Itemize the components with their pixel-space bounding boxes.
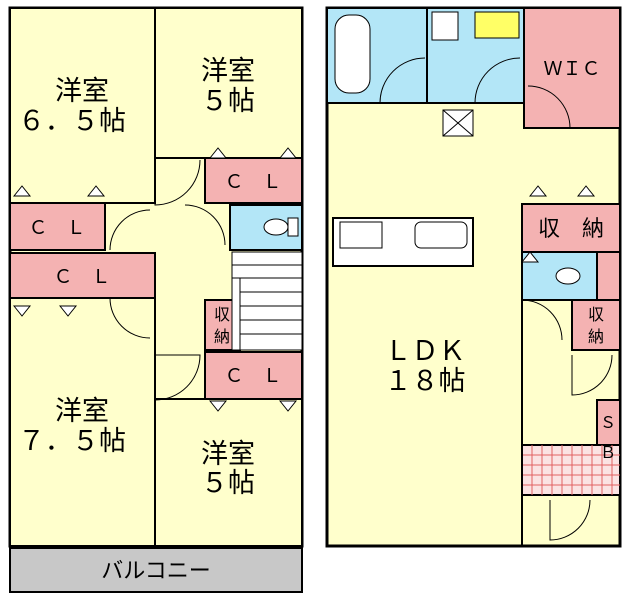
washer-icon: [431, 11, 459, 41]
wic: [523, 7, 621, 129]
balcony: [9, 547, 303, 593]
shoe-box-label-1: Ｓ: [600, 413, 616, 432]
storage-small-label-1: 収: [588, 305, 604, 324]
bedroom-bottom-right-size: ５帖: [201, 468, 255, 499]
bedroom-bottom-right: [154, 398, 303, 547]
bedroom-top-right-size: ５帖: [201, 86, 255, 117]
bedroom-top-left: [9, 7, 156, 204]
ldk-name: ＬＤＫ: [385, 336, 466, 367]
door-swings-1f: [379, 57, 613, 541]
door-swings-2f: [109, 159, 226, 401]
shoe-box-label-2: Ｂ: [600, 443, 616, 462]
staircase-2f: [231, 251, 303, 351]
closet-b-label: Ｃ Ｌ: [53, 266, 110, 288]
sink-icon: [474, 11, 520, 39]
wic-label: ＷＩＣ: [543, 58, 600, 80]
closet-d-label: Ｃ Ｌ: [224, 365, 281, 387]
bedroom-bottom-left-size: ７．５帖: [18, 426, 126, 457]
closet-c: [204, 157, 303, 204]
closet-a-label: Ｃ Ｌ: [28, 217, 85, 239]
storage-right: [521, 203, 621, 253]
storage-right-label: 収 納: [538, 217, 604, 242]
window-marks-2f: [12, 147, 298, 412]
storage-small-top: [596, 251, 621, 301]
bedroom-top-right-name: 洋室: [201, 56, 255, 87]
ldk-size: １８帖: [385, 366, 466, 397]
stove-icon: [339, 221, 383, 249]
kitchen-sink-icon: [414, 221, 468, 249]
window-marks-1f: [520, 185, 596, 263]
bedroom-bottom-right-name: 洋室: [201, 439, 255, 470]
toilet-1f-icon: [555, 267, 581, 285]
storage-stair-label-2: 納: [214, 327, 230, 346]
storage-stair-label-1: 収: [214, 305, 230, 324]
storage-small-label-2: 納: [588, 327, 604, 346]
entry-tile: [521, 444, 621, 496]
bedroom-bottom-left-name: 洋室: [55, 396, 109, 427]
closet-a: [9, 202, 106, 251]
bedroom-top-left-size: ６．５帖: [18, 106, 126, 137]
toilet-icon: [263, 218, 289, 236]
bedroom-top-right: [154, 7, 303, 159]
bathtub-icon: [334, 14, 371, 94]
toilet-tank-icon: [287, 217, 299, 237]
balcony-label: バルコニー: [101, 559, 211, 584]
second-floor: 洋室 ６．５帖 洋室 ５帖 洋室 ７．５帖 洋室 ５帖 Ｃ Ｌ Ｃ Ｌ Ｃ Ｌ …: [8, 6, 304, 593]
storage-small: [571, 299, 621, 351]
closet-c-label: Ｃ Ｌ: [224, 171, 281, 193]
first-floor: ＷＩＣ ＬＤＫ １８帖 収 納 収 納 Ｓ Ｂ: [325, 6, 622, 548]
bedroom-top-left-name: 洋室: [55, 76, 109, 107]
